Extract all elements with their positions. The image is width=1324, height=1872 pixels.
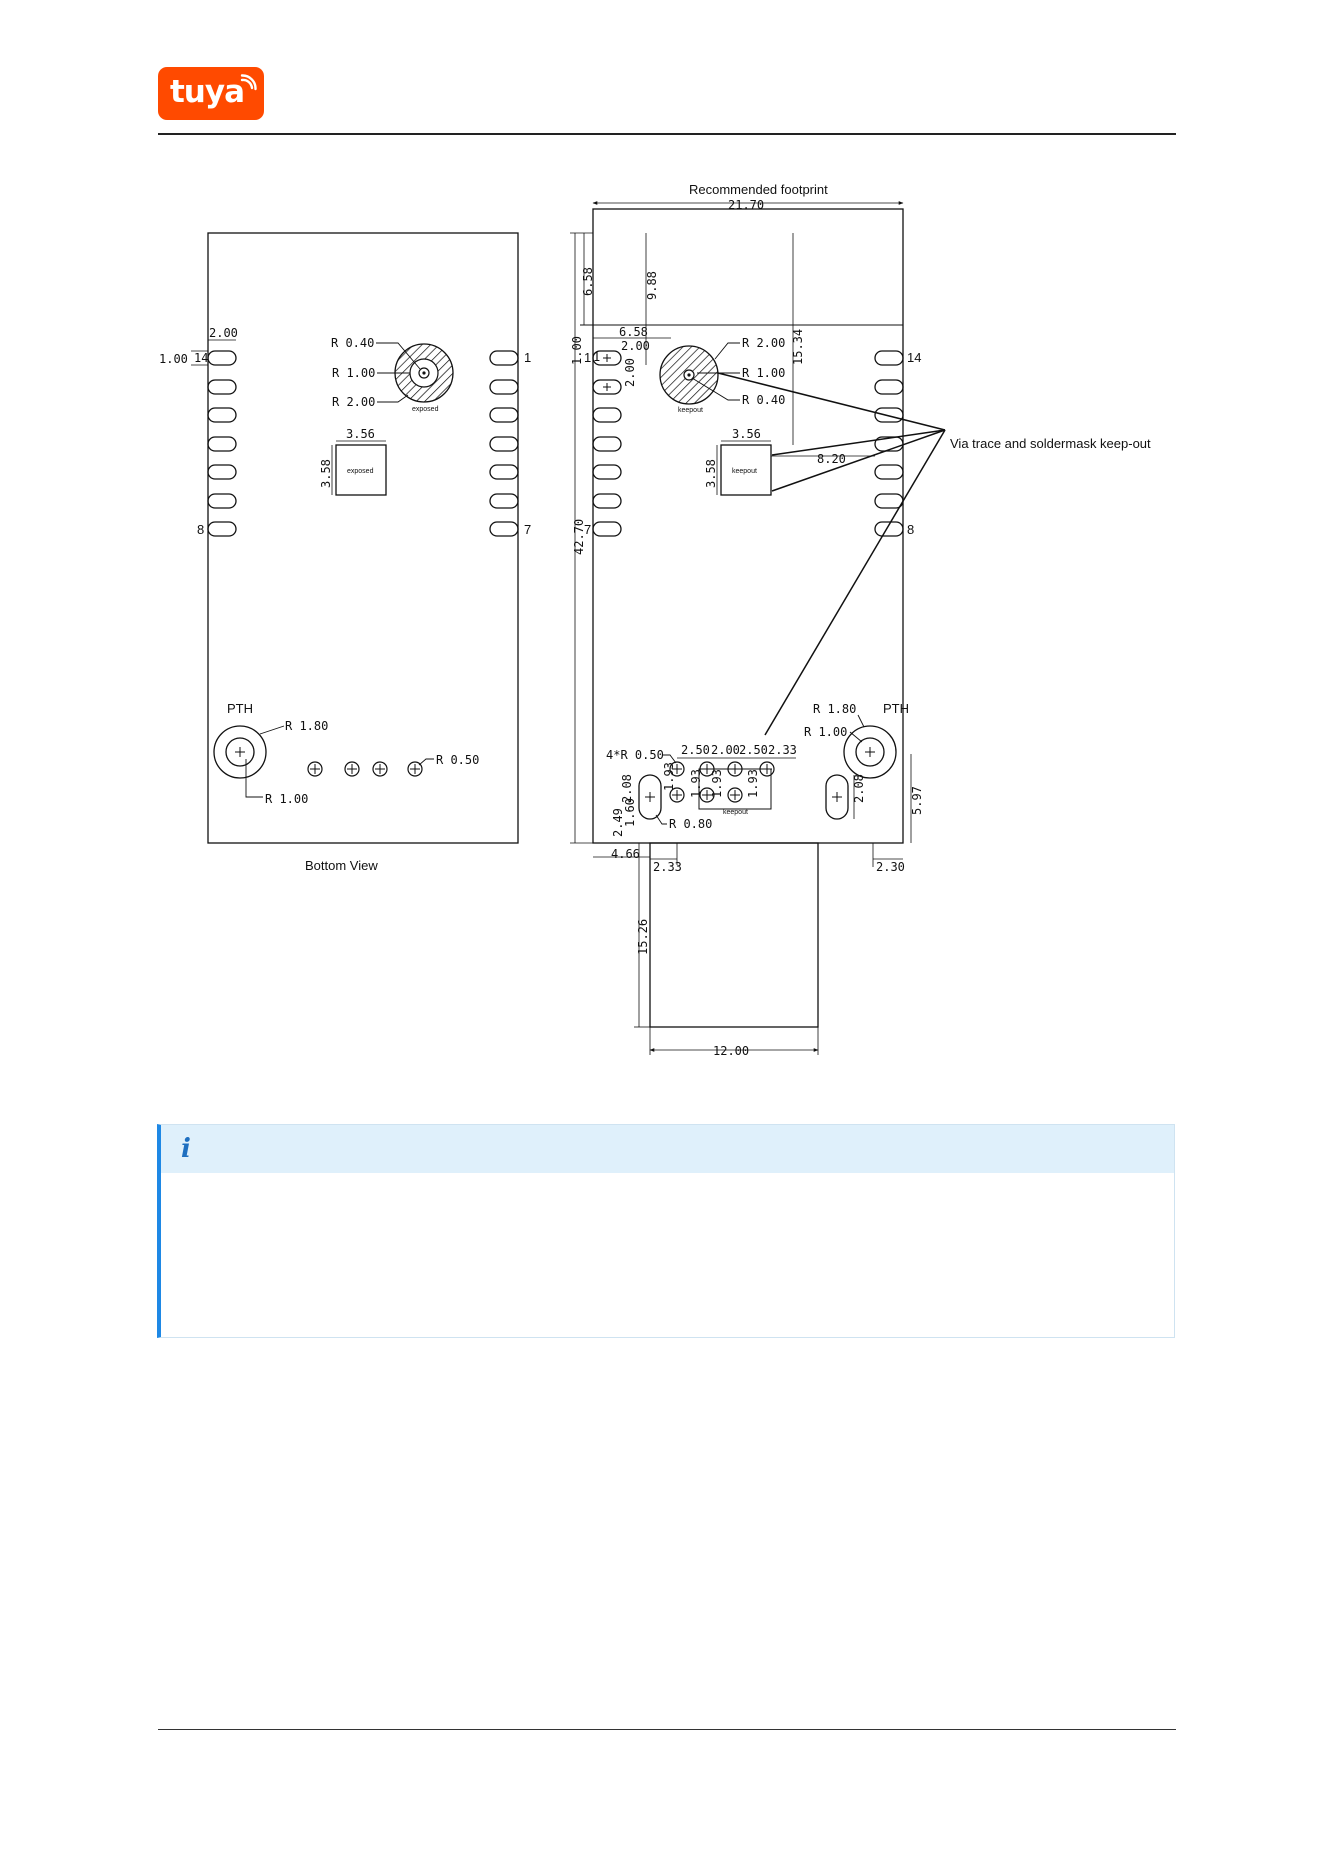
label-keepout-circle: keepout — [678, 407, 703, 414]
pin-1-fp: 1 — [584, 350, 591, 365]
dim-h1200: 12.00 — [713, 1044, 749, 1058]
fp-label-r100: R 1.00 — [742, 366, 785, 380]
dim-988: 9.88 — [645, 271, 659, 300]
fp-dim-r100: R 1.00 — [804, 725, 847, 739]
dim-height-total: 42.70 — [572, 519, 586, 555]
label-pth-fp: PTH — [883, 701, 909, 716]
pin-8-left: 8 — [197, 522, 204, 537]
dim-h466: 4.66 — [611, 847, 640, 861]
dim-sq-358: 3.58 — [319, 459, 333, 488]
fp-dim-r180: R 1.80 — [813, 702, 856, 716]
dim-pad-height: 1.00 — [159, 352, 188, 366]
header-rule — [158, 133, 1176, 135]
info-icon: i — [181, 1134, 191, 1164]
pin-8-fp: 8 — [907, 522, 914, 537]
dim-pth-r100: R 1.00 — [265, 792, 308, 806]
dim-s200: 2.00 — [711, 743, 740, 757]
right-pad-column — [489, 350, 519, 537]
callout-text: Via trace and soldermask keep-out — [950, 436, 1151, 451]
callout-leaders — [717, 372, 946, 736]
dim-597: 5.97 — [910, 786, 924, 815]
dim-pad-width: 2.00 — [209, 326, 238, 340]
dim-s250a: 2.50 — [681, 743, 710, 757]
fp-dim-sq-358: 3.58 — [704, 459, 718, 488]
dim-v160: 1.60 — [623, 798, 637, 827]
small-holes-bv — [307, 761, 423, 777]
dim-h233: 2.33 — [653, 860, 682, 874]
label-pth-bv: PTH — [227, 701, 253, 716]
pin-1-bv: 1 — [524, 350, 531, 365]
dim-v208a: 2.08 — [620, 774, 634, 803]
dim-658-horizontal: 6.58 — [619, 325, 648, 339]
left-pad-column — [207, 350, 237, 537]
label-keepout-square: keepout — [732, 468, 757, 475]
fp-pth-hole — [843, 725, 897, 779]
dim-h230: 2.30 — [876, 860, 905, 874]
antenna-keepout-circle — [659, 345, 719, 405]
dim-v1526: 15.26 — [636, 919, 650, 955]
fp-slot-holes — [638, 774, 849, 820]
dim-s233: 2.33 — [768, 743, 797, 757]
pin-7-fp: 7 — [584, 522, 591, 537]
dim-sq-356: 3.56 — [346, 427, 375, 441]
dim-1534: 15.34 — [791, 329, 805, 365]
label-exposed-square: exposed — [347, 468, 374, 475]
fp-dim-sq-356: 3.56 — [732, 427, 761, 441]
dim-v193c: 1.93 — [710, 769, 724, 798]
pin-7-bv: 7 — [524, 522, 531, 537]
fp-extension-area — [649, 842, 819, 1028]
dim-1: 1 — [593, 350, 600, 364]
keepout-square — [720, 444, 772, 496]
footprint-board: Recommended footprint 21.70 42.70 6.58 9… — [570, 182, 1151, 1058]
dim-pth-r180: R 1.80 — [285, 719, 328, 733]
pin-14-fp: 14 — [907, 350, 921, 365]
bottom-view-board: 2.00 1.00 14 8 1 7 R 0.40 R 1.00 R 2.00 … — [159, 232, 531, 844]
info-note-header: i — [161, 1125, 1174, 1173]
dim-658-vertical: 6.58 — [581, 267, 595, 296]
antenna-exposed-circle — [394, 343, 454, 403]
dim-820: 8.20 — [817, 452, 846, 466]
fp-label-r200: R 2.00 — [742, 336, 785, 350]
dim-v208b: 2.08 — [852, 774, 866, 803]
label-r200: R 2.00 — [332, 395, 375, 409]
fp-left-pad-column — [592, 350, 622, 537]
label-r100: R 1.00 — [332, 366, 375, 380]
dim-100-pad: 1.00 — [570, 336, 584, 365]
label-r040: R 0.40 — [331, 336, 374, 350]
dim-s250b: 2.50 — [739, 743, 768, 757]
label-keepout-bottom: keepout — [723, 809, 748, 816]
dim-width-total: 21.70 — [728, 198, 764, 212]
footprint-drawing: 2.00 1.00 14 8 1 7 R 0.40 R 1.00 R 2.00 … — [150, 175, 1180, 1095]
fp-right-pad-column — [874, 350, 904, 537]
tuya-logo: tuya — [158, 67, 264, 120]
logo-text: tuya — [169, 73, 245, 110]
dim-200-pitch: 2.00 — [623, 358, 637, 387]
dim-4x-r050: 4*R 0.50 — [606, 748, 664, 762]
dim-v193b: 1.93 — [689, 769, 703, 798]
fp-label-r040: R 0.40 — [742, 393, 785, 407]
info-note-body — [161, 1173, 1174, 1205]
dim-v249: 2.49 — [611, 808, 625, 837]
dim-v193d: 1.93 — [746, 769, 760, 798]
fp-keepout-rect — [698, 768, 772, 810]
info-note: i — [157, 1124, 1175, 1338]
footprint-title: Recommended footprint — [689, 182, 828, 197]
exposed-square — [335, 444, 387, 496]
footer-rule — [158, 1729, 1176, 1730]
bottom-view-label: Bottom View — [305, 858, 378, 873]
label-exposed-circle: exposed — [412, 406, 439, 413]
dim-v193a: 1.93 — [662, 762, 676, 791]
pad-label-14: 14 — [194, 351, 208, 365]
dim-hole-r050: R 0.50 — [436, 753, 479, 767]
dim-200-pad: 2.00 — [621, 339, 650, 353]
pth-hole-bv — [213, 725, 267, 779]
dim-r080: R 0.80 — [669, 817, 712, 831]
wifi-wave-icon — [240, 74, 257, 91]
